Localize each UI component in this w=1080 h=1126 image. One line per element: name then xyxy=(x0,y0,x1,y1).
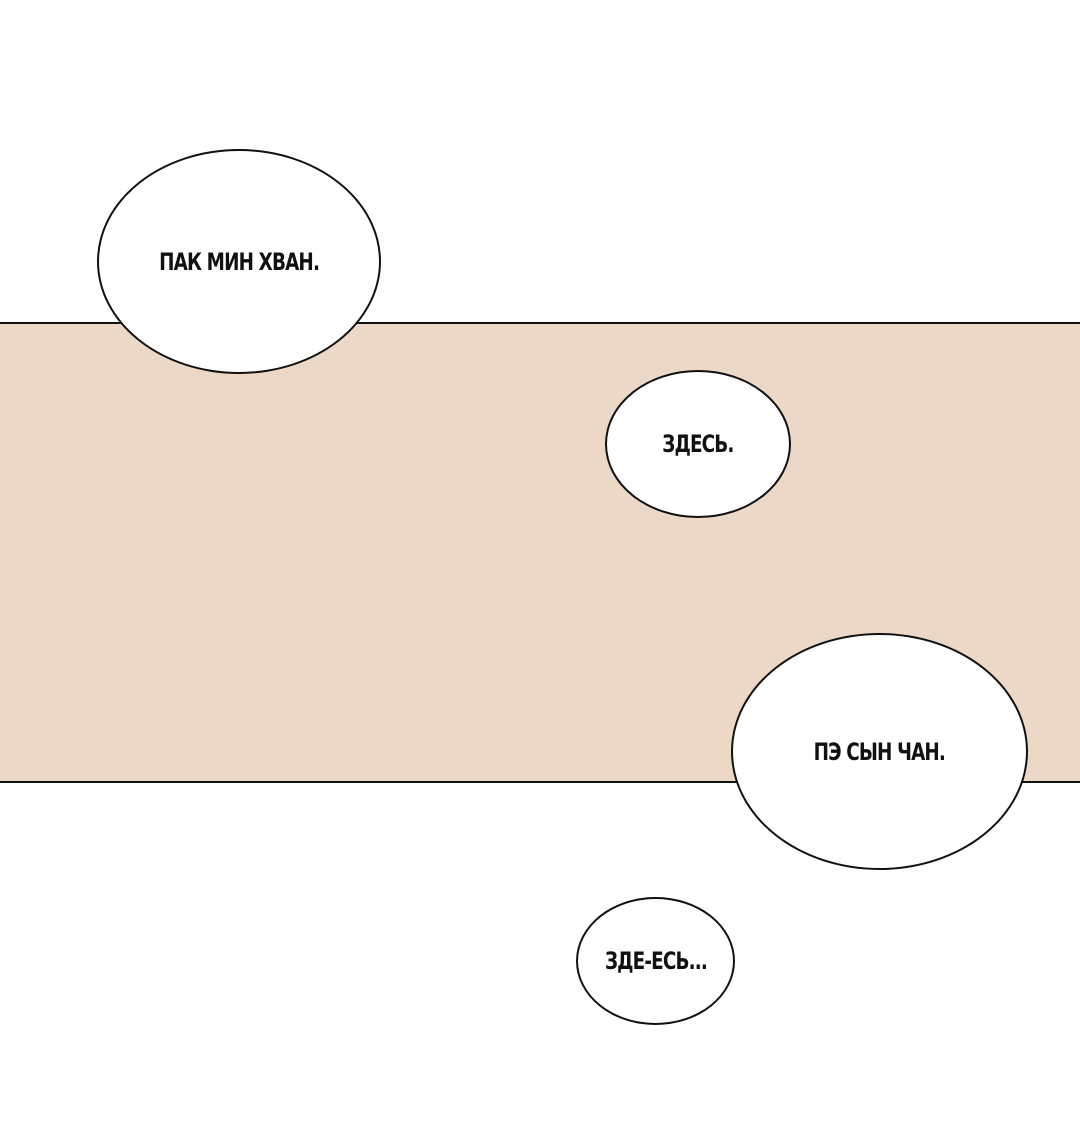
speech-bubble-here: ЗДЕСЬ. xyxy=(605,370,791,518)
speech-bubble-text: ПАК МИН ХВАН. xyxy=(159,247,320,276)
speech-bubble-pak-min-hwan: ПАК МИН ХВАН. xyxy=(97,149,381,374)
speech-bubble-pe-syn-chan: ПЭ СЫН ЧАН. xyxy=(731,633,1028,870)
speech-bubble-text: ЗДЕ-ЕСЬ... xyxy=(604,947,708,975)
speech-bubble-text: ЗДЕСЬ. xyxy=(662,430,734,458)
speech-bubble-text: ПЭ СЫН ЧАН. xyxy=(813,737,946,766)
speech-bubble-here-drawn-out: ЗДЕ-ЕСЬ... xyxy=(576,897,735,1025)
